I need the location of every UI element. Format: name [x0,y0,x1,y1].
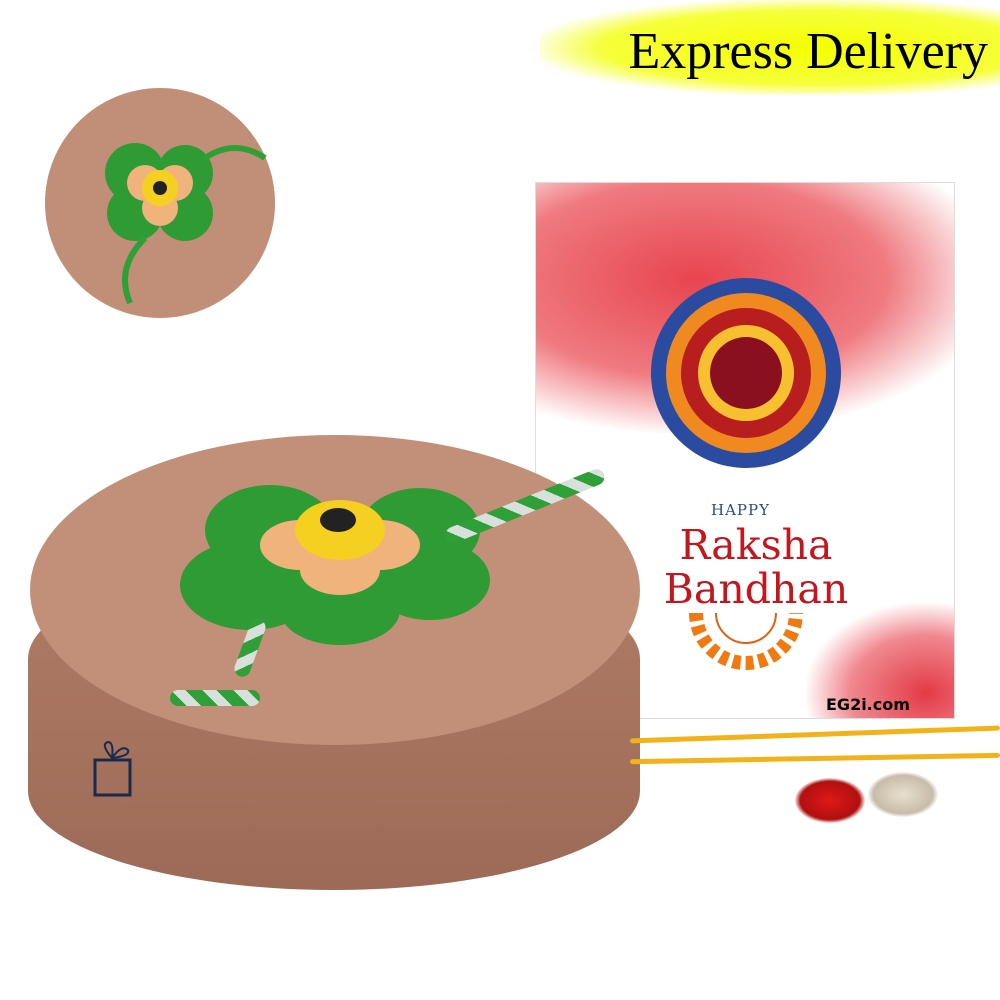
rakhi-medallion-icon [651,278,841,468]
cake-top [30,435,640,745]
gift-logo-icon [93,740,132,797]
card-title-line1: Raksha [679,521,833,569]
banner-text: Express Delivery [628,23,988,80]
rakhi-thread-2 [629,752,1000,765]
card-happy-text: HAPPY [711,501,771,519]
rice-grains [868,772,938,817]
flower-decoration-icon [180,485,490,645]
flower-icon [105,143,267,305]
rakhi-thread [170,690,260,706]
card-title-line2: Bandhan [663,565,849,613]
express-delivery-banner: Express Delivery [540,0,1000,95]
cake-top-thumbnail [45,88,275,318]
watermark: EG2i.com [826,695,910,714]
kumkum-powder [795,778,865,823]
rakhi-thread-1 [630,725,1000,744]
sun-ornament-icon [689,612,803,670]
